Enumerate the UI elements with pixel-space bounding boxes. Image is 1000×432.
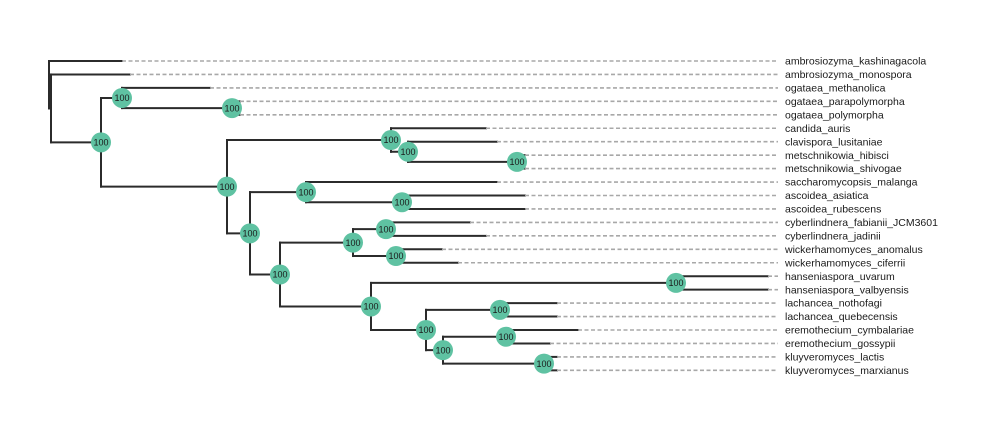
support-node-circle (376, 219, 396, 240)
support-node-circle (217, 176, 237, 197)
tree-branches (48, 60, 769, 372)
tip-leader-lines (122, 60, 778, 372)
support-node-circle (112, 87, 132, 108)
support-value-label: 100 (224, 103, 239, 113)
tip-label: lachancea_nothofagi (785, 298, 882, 310)
tip-label: saccharomycopsis_malanga (785, 177, 918, 189)
tip-label: cyberlindnera_jadinii (785, 230, 881, 242)
tip-label: metschnikowia_shivogae (785, 163, 902, 175)
tip-labels: ambrosiozyma_kashinagacolaambrosiozyma_m… (784, 56, 938, 377)
support-node-circle (361, 296, 381, 317)
support-value-label: 100 (345, 238, 360, 248)
support-node-circle (392, 192, 412, 213)
support-value-label: 100 (378, 224, 393, 234)
support-node-circle (296, 182, 316, 203)
support-node-circle (433, 340, 453, 361)
tip-label: ambrosiozyma_monospora (785, 69, 912, 81)
support-node-circle (507, 151, 527, 172)
support-value-label: 100 (383, 135, 398, 145)
tip-label: ascoidea_asiatica (785, 190, 869, 202)
support-node-circle (240, 223, 260, 244)
support-node-circle (490, 299, 510, 320)
tip-label: cyberlindnera_fabianii_JCM3601 (785, 217, 938, 229)
support-value-label: 100 (298, 187, 313, 197)
tip-label: ogataea_parapolymorpha (785, 96, 905, 108)
support-node-circle (222, 98, 242, 119)
support-node-circle (386, 246, 406, 267)
support-value-label: 100 (114, 93, 129, 103)
tip-label: eremothecium_gossypii (785, 338, 895, 350)
support-value-label: 100 (394, 197, 409, 207)
tip-label: wickerhamomyces_anomalus (784, 244, 923, 256)
tip-label: ogataea_methanolica (785, 83, 886, 95)
tip-label: kluyveromyces_marxianus (785, 365, 909, 377)
support-value-label: 100 (435, 345, 450, 355)
tip-label: eremothecium_cymbalariae (785, 325, 914, 337)
tip-label: lachancea_quebecensis (785, 311, 898, 323)
tip-label: ascoidea_rubescens (785, 204, 881, 216)
tip-label: candida_auris (785, 123, 850, 135)
support-value-label: 100 (509, 157, 524, 167)
support-value-label: 100 (219, 182, 234, 192)
support-value-label: 100 (93, 138, 108, 148)
support-node-circle (270, 264, 290, 285)
support-value-label: 100 (388, 251, 403, 261)
support-value-label: 100 (668, 278, 683, 288)
support-node-circle (496, 326, 516, 347)
support-value-label: 100 (242, 229, 257, 239)
support-node-circle (91, 132, 111, 153)
tip-label: ambrosiozyma_kashinagacola (785, 56, 926, 68)
support-node-circle (343, 232, 363, 253)
support-node-circle (416, 320, 436, 340)
tip-label: hanseniaspora_valbyensis (785, 284, 909, 296)
support-value-label: 100 (492, 305, 507, 315)
tip-label: metschnikowia_hibisci (785, 150, 889, 162)
support-node-circle (534, 353, 554, 374)
tip-label: wickerhamomyces_ciferrii (784, 257, 905, 269)
tip-label: hanseniaspora_uvarum (785, 271, 895, 283)
support-node-circle (381, 130, 401, 151)
tip-label: kluyveromyces_lactis (785, 352, 884, 364)
tip-label: clavispora_lusitaniae (785, 136, 883, 148)
support-value-label: 100 (418, 325, 433, 335)
support-value-label: 100 (498, 332, 513, 342)
support-node-circle (666, 272, 686, 293)
support-node-circle (398, 141, 418, 162)
tip-label: ogataea_polymorpha (785, 109, 884, 121)
support-value-label: 100 (536, 359, 551, 369)
support-nodes: 1001001001001001001001001001001001001001… (91, 87, 686, 374)
support-value-label: 100 (272, 270, 287, 280)
support-value-label: 100 (400, 147, 415, 157)
support-value-label: 100 (363, 302, 378, 312)
